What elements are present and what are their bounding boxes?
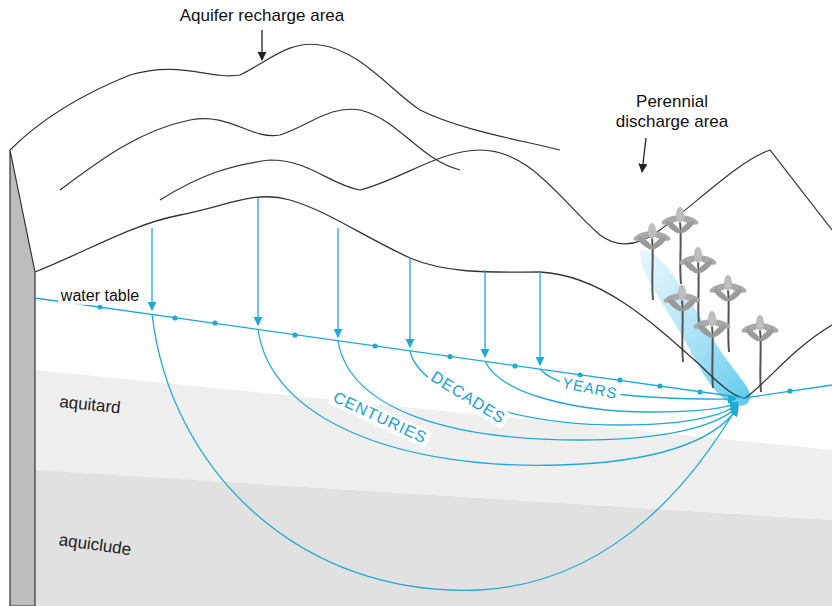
palm-tree bbox=[660, 207, 699, 284]
flow-time-label: YEARS bbox=[558, 373, 622, 403]
palm-tree bbox=[662, 285, 701, 362]
recharge-arrows bbox=[152, 198, 540, 365]
layer-label: water table bbox=[58, 287, 142, 305]
callout-label: Perennial discharge area bbox=[607, 92, 737, 131]
aquiclude-layer bbox=[35, 470, 832, 606]
palm-tree bbox=[740, 315, 779, 392]
leader-arrow bbox=[642, 138, 646, 172]
block-side bbox=[10, 150, 35, 606]
palm-tree bbox=[632, 223, 671, 300]
leader-arrow bbox=[261, 30, 262, 60]
flow-paths bbox=[152, 314, 738, 590]
callout-label: Aquifer recharge area bbox=[180, 6, 344, 26]
ridge bbox=[10, 44, 560, 150]
ridge bbox=[60, 109, 460, 190]
